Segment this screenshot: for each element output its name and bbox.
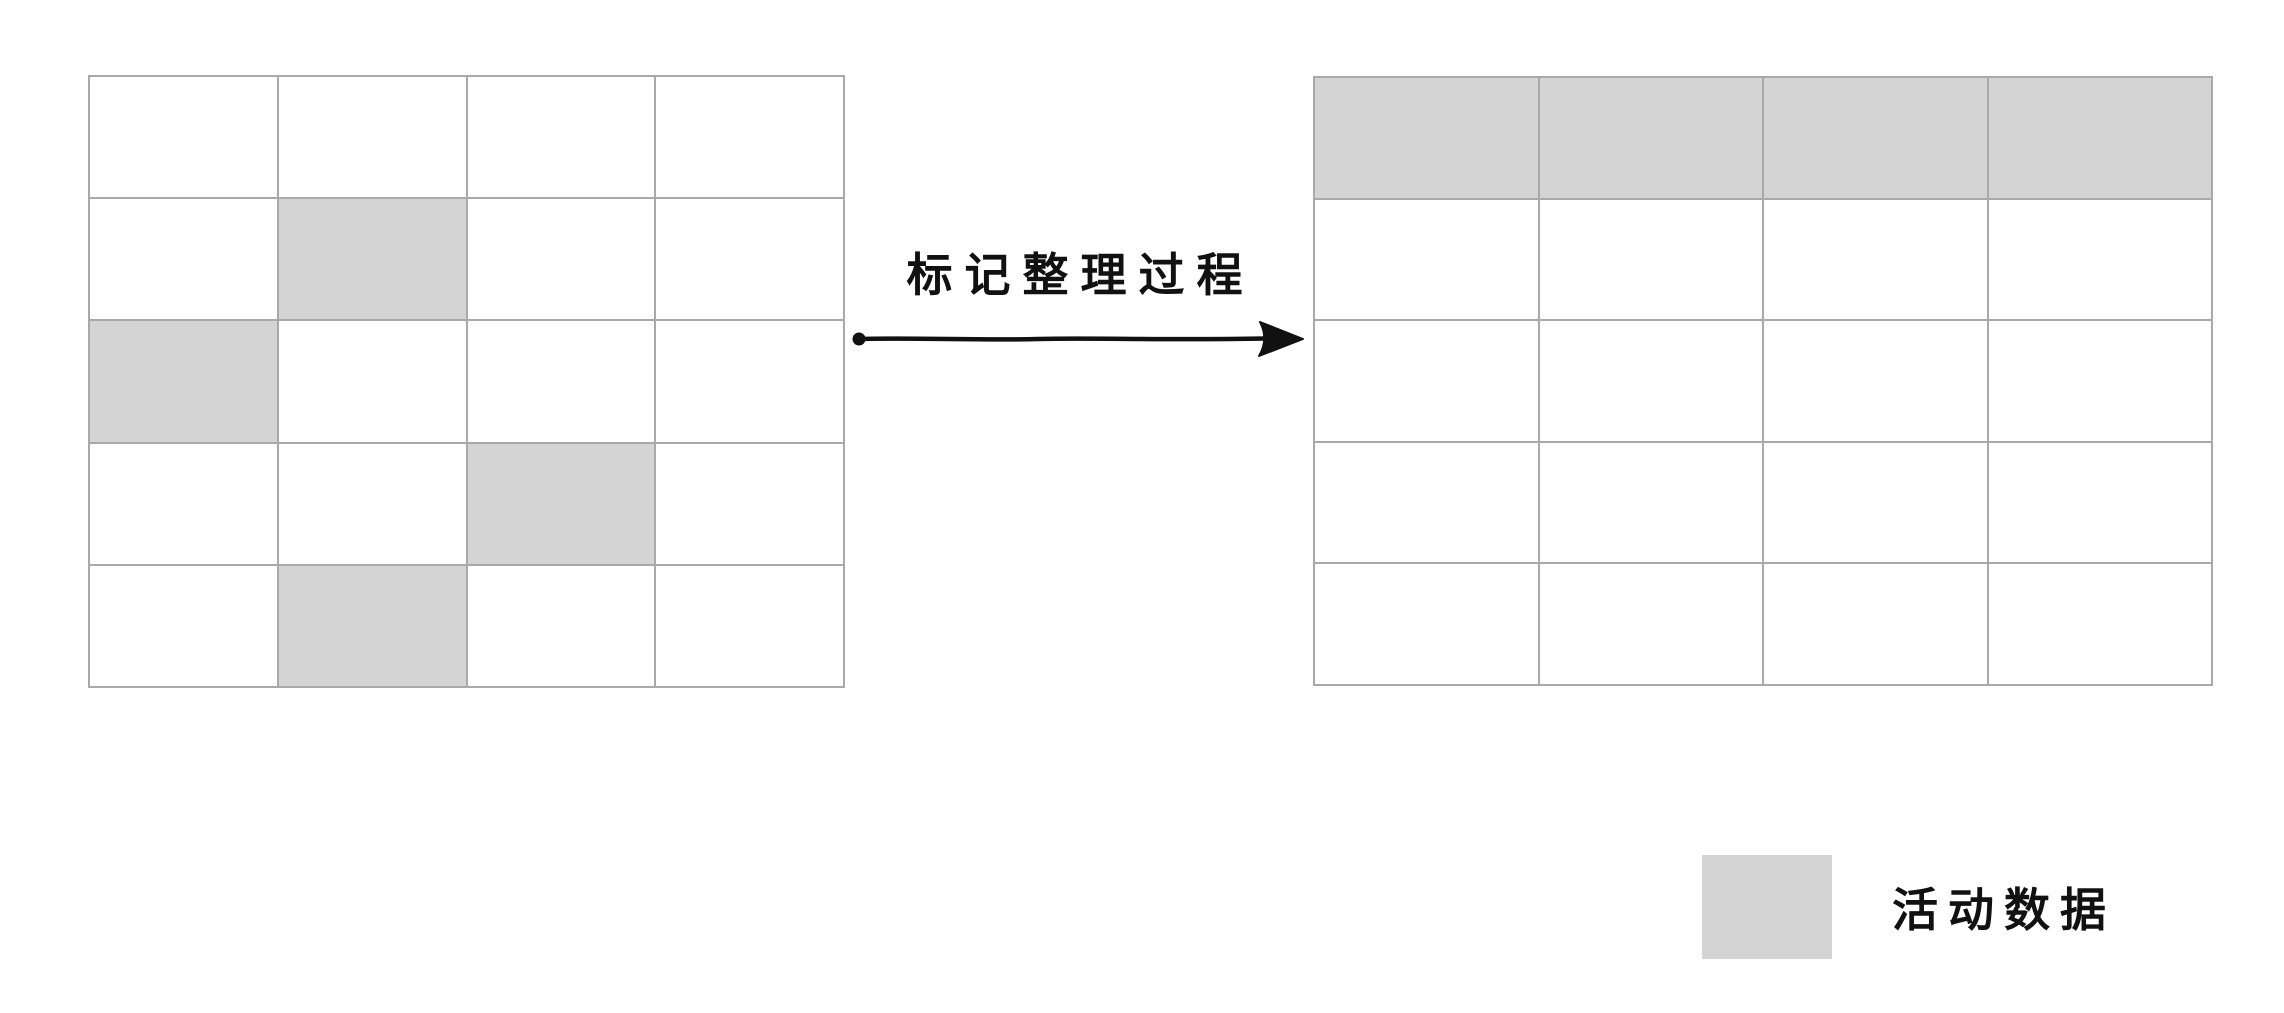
grid-cell: [1539, 564, 1764, 686]
legend-swatch: [1702, 855, 1832, 959]
legend: 活动数据: [1702, 855, 2116, 959]
grid-cell: [1315, 564, 1540, 686]
active-data-cell: [1315, 78, 1540, 200]
grid-cell: [1539, 199, 1764, 322]
source-grid: [88, 75, 845, 688]
active-data-cell: [278, 565, 468, 688]
active-data-cell: [467, 443, 657, 566]
grid-cell: [90, 565, 279, 688]
grid-cell: [1764, 442, 1989, 565]
grid-cell: [278, 77, 468, 200]
grid-cell: [1764, 321, 1989, 443]
grid-cell: [90, 199, 279, 322]
grid-cell: [1988, 199, 2213, 322]
active-data-cell: [1539, 78, 1764, 200]
grid-cell: [656, 77, 845, 200]
arrow-label: 标记整理过程: [906, 248, 1255, 302]
result-grid: [1313, 76, 2213, 686]
grid-cell: [1539, 442, 1764, 565]
grid-cell: [467, 199, 657, 322]
grid-cell: [467, 321, 657, 444]
grid-cell: [1764, 564, 1989, 686]
grid-cell: [1539, 321, 1764, 443]
grid-cell: [278, 443, 468, 566]
active-data-cell: [278, 199, 468, 322]
grid-cell: [1988, 321, 2213, 443]
active-data-cell: [1764, 78, 1989, 200]
active-data-cell: [90, 321, 279, 444]
grid-cell: [1315, 442, 1540, 565]
grid-cell: [278, 321, 468, 444]
active-data-cell: [1988, 78, 2213, 200]
grid-cell: [467, 77, 657, 200]
legend-label: 活动数据: [1892, 883, 2116, 937]
grid-cell: [1988, 442, 2213, 565]
right-arrow-icon: [852, 321, 1304, 357]
grid-cell: [90, 77, 279, 200]
grid-cell: [1315, 321, 1540, 443]
grid-cell: [467, 565, 657, 688]
grid-cell: [1315, 199, 1540, 322]
grid-cell: [656, 321, 845, 444]
grid-cell: [656, 199, 845, 322]
grid-cell: [1764, 199, 1989, 322]
grid-cell: [1988, 564, 2213, 686]
grid-cell: [656, 443, 845, 566]
grid-cell: [90, 443, 279, 566]
grid-cell: [656, 565, 845, 688]
